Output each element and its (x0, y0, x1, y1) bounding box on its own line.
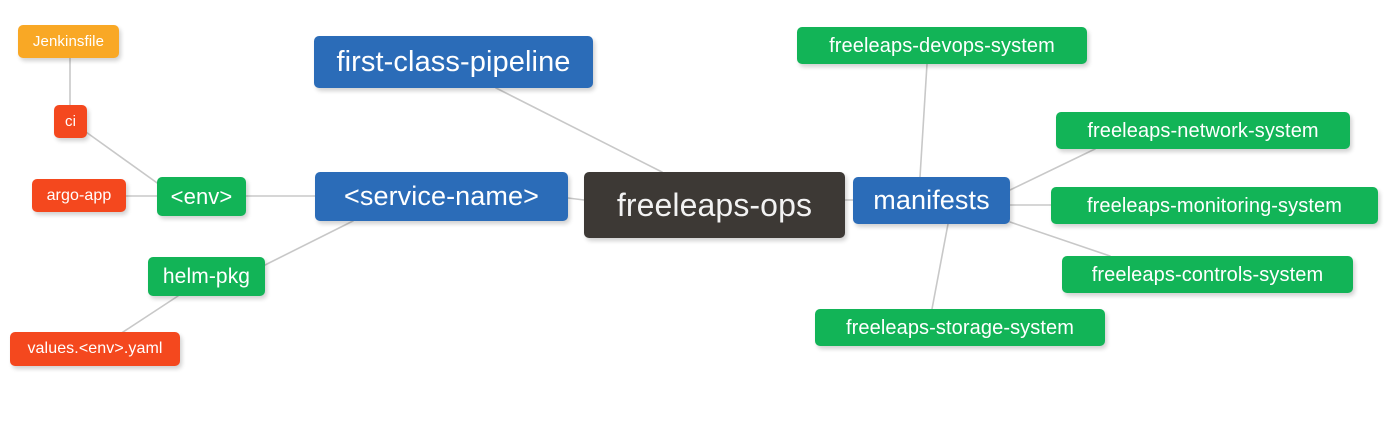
edge-helm-pkg-to-values-yaml (119, 295, 179, 335)
mindmap-node-label: first-class-pipeline (336, 45, 571, 78)
mindmap-node-label: freeleaps-network-system (1087, 119, 1319, 142)
mindmap-node-label: manifests (873, 185, 990, 215)
mindmap-node-label: <service-name> (344, 181, 539, 211)
mindmap-node-label: freeleaps-devops-system (829, 34, 1055, 57)
edge-manifests-to-freeleaps-network-system (1009, 148, 1096, 191)
mindmap-node-argo-app[interactable]: argo-app (32, 179, 126, 212)
mindmap-node-freeleaps-devops-system[interactable]: freeleaps-devops-system (797, 27, 1087, 64)
mindmap-node-label: Jenkinsfile (32, 33, 105, 50)
mindmap-node-label: freeleaps-controls-system (1091, 263, 1324, 286)
mindmap-node-first-class-pipeline[interactable]: first-class-pipeline (314, 36, 593, 88)
mindmap-node-label: freeleaps-ops (616, 187, 813, 223)
mindmap-node-label: freeleaps-storage-system (845, 316, 1075, 339)
mindmap-node-manifests[interactable]: manifests (853, 177, 1010, 224)
edge-manifests-to-freeleaps-controls-system (1009, 221, 1111, 257)
mindmap-node-freeleaps-monitoring-system[interactable]: freeleaps-monitoring-system (1051, 187, 1378, 224)
mindmap-node-label: argo-app (46, 186, 112, 204)
mindmap-node-label: ci (64, 113, 77, 130)
mindmap-node-jenkinsfile[interactable]: Jenkinsfile (18, 25, 119, 58)
mindmap-node-env[interactable]: <env> (157, 177, 246, 216)
mindmap-node-freeleaps-network-system[interactable]: freeleaps-network-system (1056, 112, 1350, 149)
edge-manifests-to-freeleaps-storage-system (931, 223, 949, 310)
edge-ci-to-env (85, 131, 161, 186)
mindmap-node-label: <env> (170, 183, 233, 209)
mindmap-node-label: helm-pkg (162, 265, 251, 288)
mindmap-node-freeleaps-controls-system[interactable]: freeleaps-controls-system (1062, 256, 1353, 293)
edge-first-class-pipeline-to-freeleaps-ops (495, 87, 663, 173)
edge-manifests-to-freeleaps-devops-system (919, 63, 928, 178)
mindmap-node-label: freeleaps-monitoring-system (1086, 194, 1342, 217)
edge-service-name-to-helm-pkg (264, 220, 354, 266)
mindmap-node-label: values.<env>.yaml (27, 340, 163, 357)
mindmap-node-helm-pkg[interactable]: helm-pkg (148, 257, 265, 296)
mindmap-node-service-name[interactable]: <service-name> (315, 172, 568, 221)
mindmap-node-ci[interactable]: ci (54, 105, 87, 138)
edge-service-name-to-freeleaps-ops (567, 197, 585, 201)
mindmap-node-freeleaps-ops[interactable]: freeleaps-ops (584, 172, 845, 238)
mindmap-node-values-yaml[interactable]: values.<env>.yaml (10, 332, 180, 366)
mindmap-node-freeleaps-storage-system[interactable]: freeleaps-storage-system (815, 309, 1105, 346)
